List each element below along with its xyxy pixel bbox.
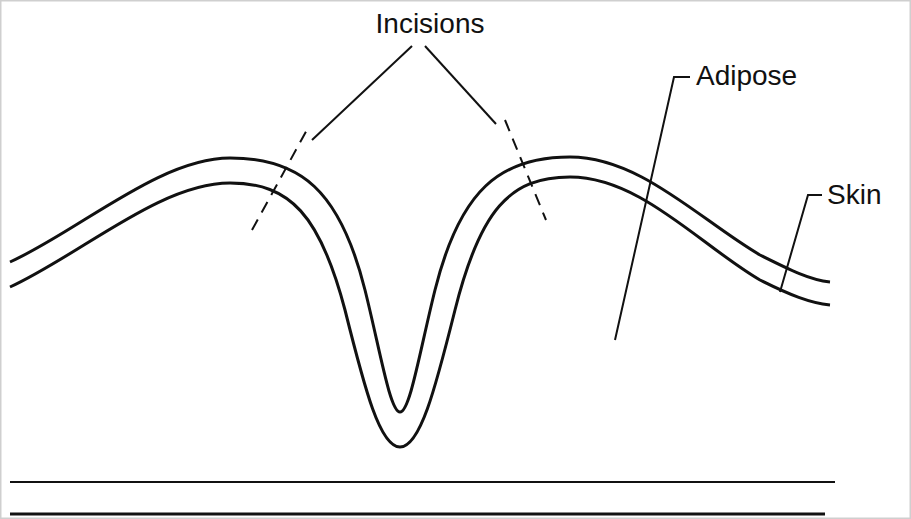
incision-line	[252, 128, 308, 230]
skin-inner-line	[10, 177, 830, 447]
base-line	[10, 481, 835, 483]
leader-line	[615, 77, 690, 340]
skin-outer-line	[10, 157, 830, 412]
leader-line	[780, 195, 822, 292]
part-label: Skin	[827, 181, 881, 209]
part-label: Adipose	[696, 62, 797, 90]
base-line	[10, 513, 825, 516]
incision-line	[505, 120, 546, 220]
leader-line	[425, 46, 496, 124]
leader-line	[312, 46, 412, 140]
part-label: Incisions	[376, 10, 485, 38]
